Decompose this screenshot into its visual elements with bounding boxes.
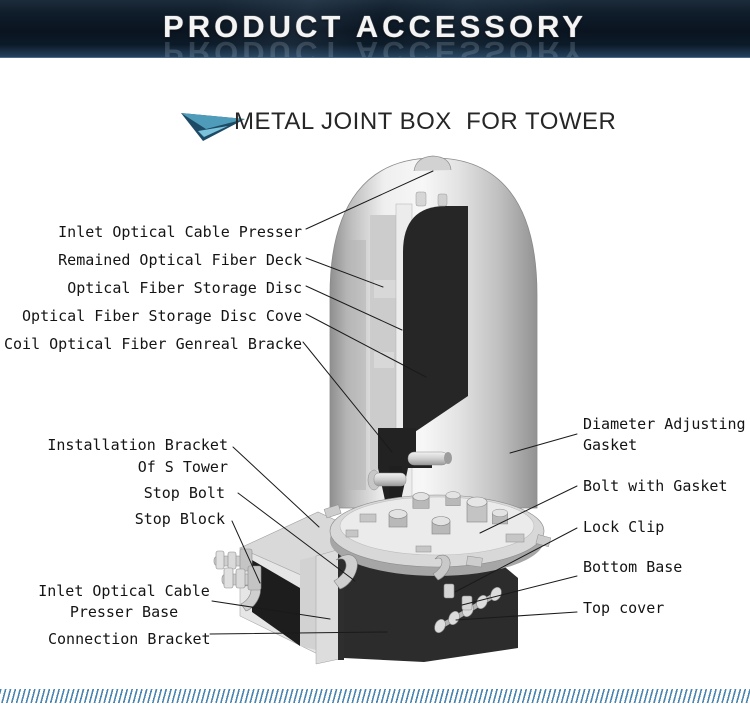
label-lock-clip: Lock Clip bbox=[583, 518, 665, 536]
cable-presser-bolts bbox=[213, 548, 262, 591]
label-inlet-optical-cable-presser-base-line2: Presser Base bbox=[69, 603, 179, 621]
label-inlet-optical-cable-presser-base-line1: Inlet Optical Cable bbox=[38, 582, 210, 600]
label-bottom-base: Bottom Base bbox=[583, 558, 683, 576]
label-installation-bracket-line2: Of S Tower bbox=[137, 458, 228, 476]
label-installation-bracket-line1: Installation Bracket bbox=[47, 436, 228, 454]
label-diameter-adjusting-gasket-line1: Diameter Adjusting bbox=[583, 415, 746, 433]
label-top-cover: Top cover bbox=[583, 599, 665, 617]
page-title: METAL JOINT BOX FOR TOWER bbox=[234, 108, 617, 135]
label-inlet-optical-cable-presser: Inlet Optical Cable Presser bbox=[58, 223, 302, 241]
plate-bolts bbox=[345, 491, 525, 553]
footer-stripe-pattern bbox=[0, 689, 750, 703]
label-stop-bolt: Stop Bolt bbox=[143, 484, 225, 502]
label-connection-bracket: Connection Bracket bbox=[48, 630, 211, 648]
label-optical-fiber-storage-disc: Optical Fiber Storage Disc bbox=[67, 279, 302, 297]
triangle-arrow-icon bbox=[181, 113, 245, 141]
banner: PRODUCT ACCESSORY PRODUCT ACCESSORY bbox=[0, 0, 750, 58]
label-diameter-adjusting-gasket-line2: Gasket bbox=[583, 436, 638, 454]
banner-title: PRODUCT ACCESSORY bbox=[163, 9, 587, 44]
label-bolt-with-gasket: Bolt with Gasket bbox=[583, 477, 728, 495]
label-remained-optical-fiber-deck: Remained Optical Fiber Deck bbox=[58, 251, 302, 269]
label-coil-optical-fiber-general-bracket: Coil Optical Fiber Genreal Bracke bbox=[3, 335, 302, 353]
interior-assembly bbox=[346, 191, 468, 514]
leader-lines bbox=[209, 170, 578, 635]
label-optical-fiber-storage-disc-cover: Optical Fiber Storage Disc Cove bbox=[22, 307, 302, 325]
label-stop-block: Stop Block bbox=[134, 510, 225, 528]
